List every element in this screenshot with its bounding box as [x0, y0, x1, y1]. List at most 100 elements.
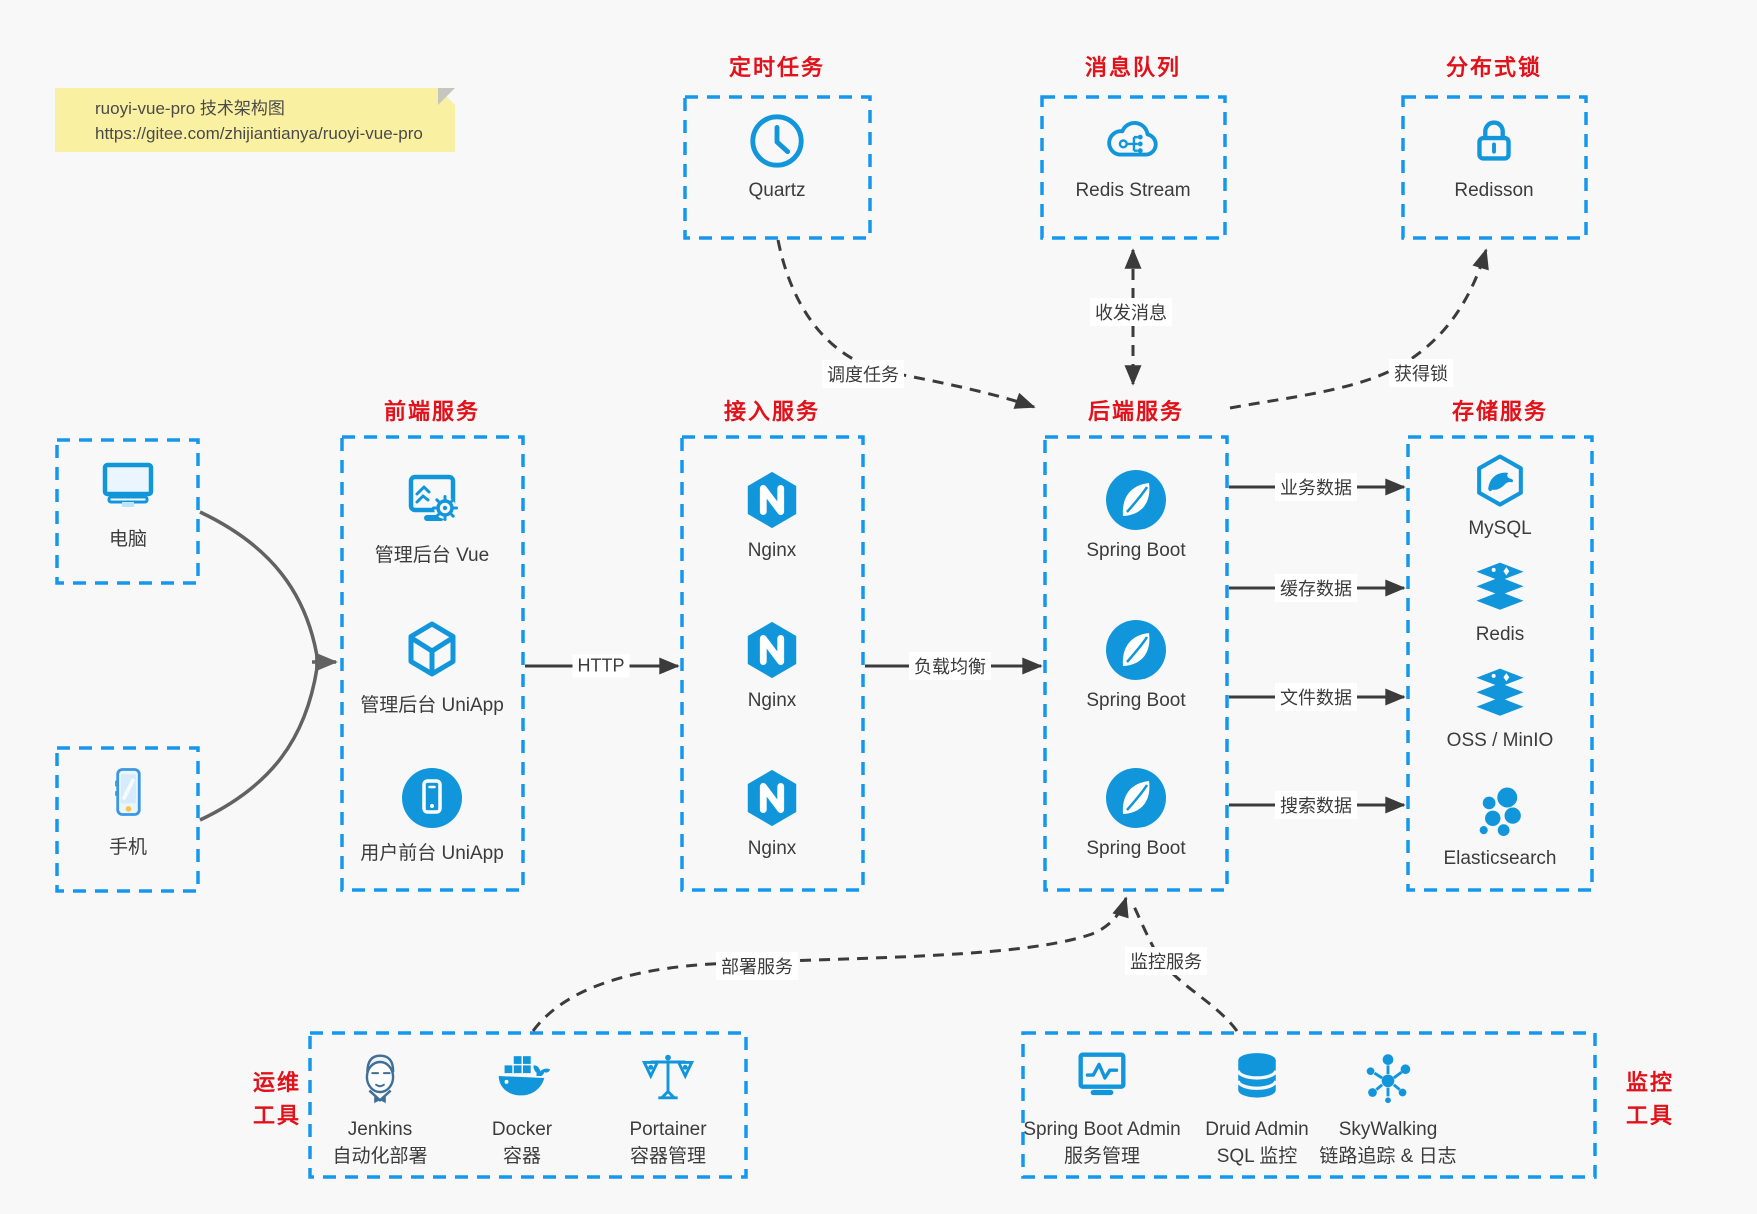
side-label-line: 工具	[252, 1103, 302, 1128]
edge-label-load-balance: 负载均衡	[909, 652, 991, 680]
node-label: Redis	[1475, 624, 1525, 645]
node-label: Spring Boot	[1086, 838, 1186, 859]
desktop-icon	[96, 452, 160, 516]
gateway-box	[680, 435, 865, 892]
node-docker: Docker 容器	[412, 1046, 632, 1170]
node-redis: Redis	[1400, 560, 1600, 646]
node-label: Elasticsearch	[1443, 848, 1557, 869]
spring-boot-icon	[1104, 618, 1168, 682]
node-spring-boot-1: Spring Boot	[1036, 468, 1236, 562]
node-sublabel: 链路追踪 & 日志	[1319, 1146, 1457, 1167]
quartz-box	[683, 95, 872, 240]
node-oss-minio: OSS / MinIO	[1400, 666, 1600, 752]
edge-label-schedule: 调度任务	[822, 360, 904, 388]
node-labels: Spring Boot Admin 服务管理	[1023, 1116, 1180, 1170]
edge-label-deploy: 部署服务	[716, 952, 798, 980]
title-message-queue: 消息队列	[1084, 55, 1182, 80]
node-label: MySQL	[1468, 518, 1532, 539]
edge-label-cache-data: 缓存数据	[1275, 574, 1357, 602]
spring-boot-icon	[1104, 468, 1168, 532]
node-sublabel: 服务管理	[1063, 1146, 1140, 1167]
edge-label-lock: 获得锁	[1389, 359, 1453, 387]
edge-label-file-data: 文件数据	[1275, 683, 1357, 711]
node-labels: Jenkins 自动化部署	[332, 1116, 427, 1170]
node-nginx-3: Nginx	[672, 766, 872, 860]
node-label: Quartz	[748, 180, 806, 201]
node-elasticsearch: Elasticsearch	[1400, 784, 1600, 870]
sticky-note-fold	[438, 88, 455, 105]
node-labels: SkyWalking 链路追踪 & 日志	[1319, 1116, 1456, 1170]
user-app-icon	[400, 766, 464, 830]
node-skywalking: SkyWalking 链路追踪 & 日志	[1278, 1046, 1498, 1170]
node-labels: Druid Admin SQL 监控	[1205, 1116, 1309, 1170]
pc-to-frontend-curve	[199, 510, 319, 657]
edge-label-monitor: 监控服务	[1125, 947, 1207, 975]
edge-label-http: HTTP	[572, 654, 630, 678]
distributed-lock-box	[1401, 95, 1588, 240]
node-label: Nginx	[747, 690, 797, 711]
node-label: 管理后台 Vue	[374, 545, 490, 566]
node-admin-uniapp: 管理后台 UniApp	[332, 618, 532, 717]
phone-to-frontend-curve	[199, 667, 319, 822]
mysql-icon	[1471, 452, 1529, 510]
redis-stack-icon	[1471, 560, 1529, 616]
node-label: Redis Stream	[1075, 180, 1191, 201]
node-label: 用户前台 UniApp	[360, 843, 504, 864]
elasticsearch-icon	[1471, 784, 1529, 840]
docker-icon	[490, 1046, 554, 1108]
sticky-note: ruoyi-vue-pro 技术架构图 https://gitee.com/zh…	[55, 88, 455, 152]
node-springboot-admin: Spring Boot Admin 服务管理	[992, 1046, 1212, 1170]
node-label: Nginx	[747, 838, 797, 859]
node-nginx-1: Nginx	[672, 468, 872, 562]
node-label: Portainer	[629, 1119, 707, 1140]
node-label: Spring Boot	[1086, 690, 1186, 711]
node-pc: 电脑	[28, 452, 228, 551]
node-label: Redisson	[1454, 180, 1534, 201]
node-label: 手机	[108, 837, 147, 858]
node-labels: Docker 容器	[492, 1116, 552, 1170]
node-sublabel: 容器管理	[629, 1146, 706, 1167]
node-phone: 手机	[28, 760, 228, 859]
clock-icon	[746, 110, 808, 172]
node-label: Spring Boot	[1086, 540, 1186, 561]
edge-label-message: 收发消息	[1090, 298, 1172, 326]
note-url: https://gitee.com/zhijiantianya/ruoyi-vu…	[95, 124, 423, 143]
jenkins-icon	[349, 1046, 411, 1108]
deploy-service-curve	[531, 896, 1129, 1032]
druid-icon	[1227, 1046, 1287, 1108]
node-jenkins: Jenkins 自动化部署	[270, 1046, 490, 1170]
node-label: 管理后台 UniApp	[360, 695, 504, 716]
nginx-icon	[741, 468, 803, 532]
node-redis-stream: Redis Stream	[1033, 110, 1233, 202]
node-label: OSS / MinIO	[1446, 730, 1554, 751]
portainer-icon	[637, 1046, 699, 1108]
springboot-admin-icon	[1071, 1046, 1133, 1108]
phone-icon	[98, 760, 158, 824]
phone-client-box	[55, 746, 200, 893]
title-gateway: 接入服务	[723, 399, 821, 424]
node-sublabel: 容器	[502, 1146, 541, 1167]
spring-boot-icon	[1104, 766, 1168, 830]
side-label-monitor: 监控 工具	[1626, 1066, 1674, 1132]
node-sublabel: SQL 监控	[1216, 1146, 1298, 1167]
node-quartz: Quartz	[677, 110, 877, 202]
oss-stack-icon	[1471, 666, 1529, 722]
pc-client-box	[55, 438, 200, 585]
node-label: Docker	[491, 1119, 553, 1140]
note-title: ruoyi-vue-pro 技术架构图	[95, 99, 285, 118]
node-admin-vue: 管理后台 Vue	[332, 468, 532, 567]
monitor-tools-box	[1021, 1031, 1597, 1179]
node-sublabel: 自动化部署	[332, 1146, 428, 1167]
nginx-icon	[741, 766, 803, 830]
edge-label-search-data: 搜索数据	[1275, 791, 1357, 819]
uniapp-cube-icon	[400, 618, 464, 682]
cloud-network-icon	[1101, 110, 1165, 172]
title-timed-task: 定时任务	[728, 55, 826, 80]
backend-box	[1043, 435, 1229, 892]
title-storage: 存储服务	[1451, 399, 1549, 424]
side-label-line: 运维	[252, 1070, 302, 1095]
node-spring-boot-3: Spring Boot	[1036, 766, 1236, 860]
lock-icon	[1463, 110, 1525, 172]
title-frontend: 前端服务	[383, 399, 481, 424]
